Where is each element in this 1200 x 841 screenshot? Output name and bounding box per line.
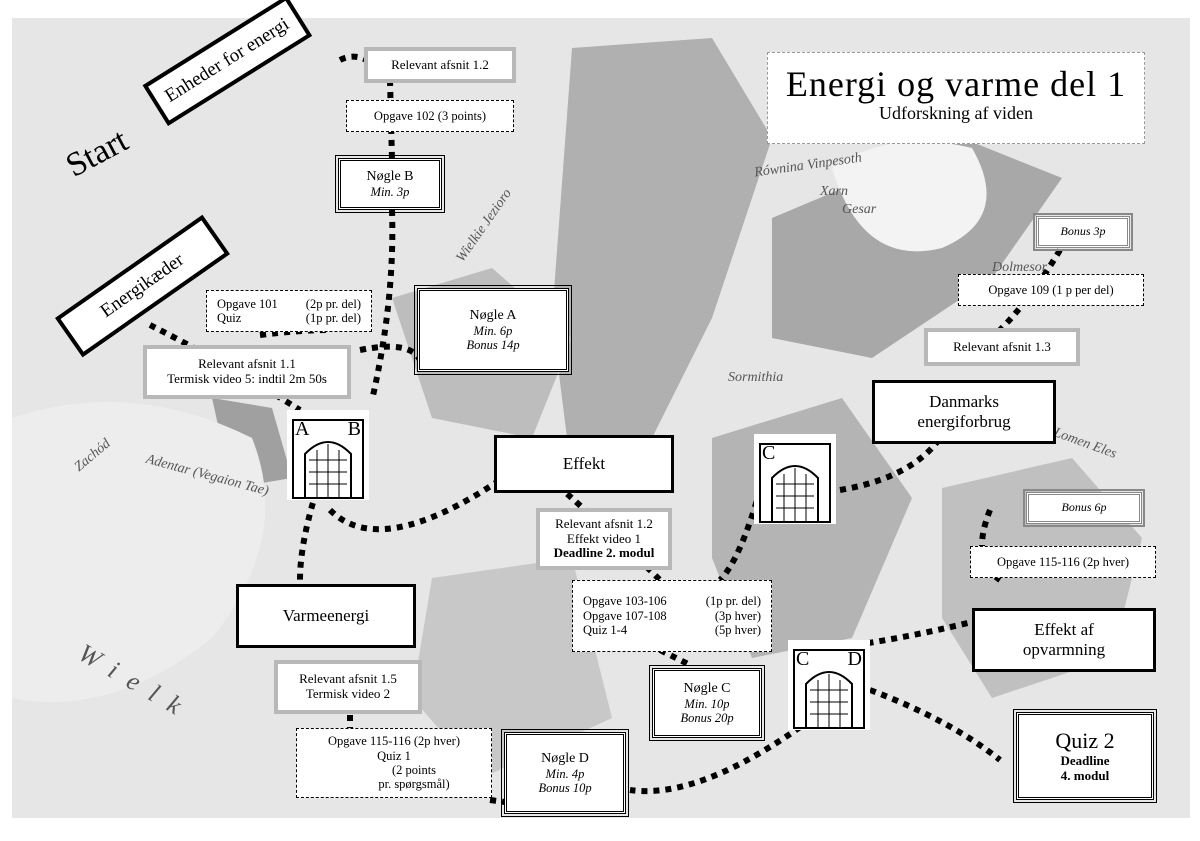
key-a[interactable]: Nøgle A Min. 6p Bonus 14p bbox=[414, 285, 572, 375]
key-min: Min. 10p bbox=[684, 696, 730, 711]
map-label: Sormithia bbox=[728, 370, 784, 385]
key-min: Min. 3p bbox=[370, 184, 410, 199]
task-label: Opgave 115-116 (2p hver) bbox=[327, 734, 461, 749]
task-label: Opgave 107-108 bbox=[583, 608, 667, 623]
section-r11[interactable]: Relevant afsnit 1.1 Termisk video 5: ind… bbox=[143, 345, 351, 399]
bonus-3p[interactable]: Bonus 3p bbox=[1033, 213, 1133, 251]
task-label: Opgave 109 (1 p per del) bbox=[988, 282, 1114, 297]
section-label: Termisk video 5: indtil 2m 50s bbox=[167, 371, 327, 386]
key-bonus: Bonus 14p bbox=[466, 338, 520, 353]
key-name: Nøgle C bbox=[683, 680, 731, 696]
task-label: pr. spørgsmål) bbox=[378, 777, 450, 792]
gate-c[interactable]: C bbox=[754, 434, 836, 524]
deadline-label: Deadline bbox=[1060, 752, 1110, 768]
task-label: Opgave 103-106 bbox=[583, 594, 667, 609]
castle-gate-icon bbox=[292, 419, 364, 499]
page-title: Energi og varme del 1 bbox=[785, 64, 1127, 104]
section-r12-mid[interactable]: Relevant afsnit 1.2 Effekt video 1 Deadl… bbox=[536, 508, 672, 570]
task-label: Quiz 1 bbox=[377, 748, 411, 763]
section-r12-top[interactable]: Relevant afsnit 1.2 bbox=[364, 47, 516, 83]
section-label: Relevant afsnit 1.5 bbox=[299, 671, 397, 687]
topic-label: Danmarks bbox=[929, 392, 999, 412]
key-name: Nøgle B bbox=[366, 168, 414, 184]
task-label: Quiz 1-4 bbox=[583, 623, 628, 638]
topic-label: Quiz 2 bbox=[1055, 728, 1115, 754]
gate-letter: B bbox=[347, 418, 361, 440]
topic-label: opvarmning bbox=[1022, 640, 1106, 659]
gate-letter: C bbox=[796, 648, 810, 670]
task-points: (3p hver) bbox=[714, 608, 761, 623]
bonus-label: Bonus 6p bbox=[1061, 500, 1107, 515]
task-points: (1p pr. del) bbox=[305, 311, 361, 325]
section-label: Relevant afsnit 1.2 bbox=[391, 56, 489, 72]
topic-label: energiforbrug bbox=[917, 412, 1011, 431]
topic-label: Effekt bbox=[562, 454, 606, 474]
task-label: Opgave 115-116 (2p hver) bbox=[996, 554, 1130, 569]
section-label: Termisk video 2 bbox=[305, 686, 391, 701]
key-d[interactable]: Nøgle D Min. 4p Bonus 10p bbox=[501, 729, 629, 817]
bonus-6p[interactable]: Bonus 6p bbox=[1023, 489, 1145, 527]
map-label: Gesar bbox=[842, 202, 877, 217]
topic-varmeenergi[interactable]: Varmeenergi bbox=[236, 584, 416, 648]
title-box: Energi og varme del 1 Udforskning af vid… bbox=[767, 52, 1145, 144]
task-points: (1p pr. del) bbox=[705, 594, 761, 609]
task-o101[interactable]: Opgave 101 (2p pr. del) Quiz (1p pr. del) bbox=[206, 290, 372, 332]
page-subtitle: Udforskning af viden bbox=[879, 103, 1033, 123]
castle-gate-icon bbox=[793, 649, 865, 729]
deadline-label: Deadline 2. modul bbox=[553, 545, 655, 561]
topic-opvarmning[interactable]: Effekt af opvarmning bbox=[972, 608, 1156, 672]
castle-gate-icon bbox=[759, 443, 831, 523]
section-label: Effekt video 1 bbox=[566, 530, 642, 546]
key-min: Min. 6p bbox=[473, 323, 513, 338]
topic-danmarks[interactable]: Danmarks energiforbrug bbox=[872, 380, 1056, 444]
task-o102[interactable]: Opgave 102 (3 points) bbox=[346, 100, 514, 132]
task-o103[interactable]: Opgave 103-106 (1p pr. del) Opgave 107-10… bbox=[572, 580, 772, 652]
section-label: Relevant afsnit 1.3 bbox=[953, 338, 1051, 354]
section-label: Relevant afsnit 1.1 bbox=[198, 356, 296, 372]
gate-cd[interactable]: C D bbox=[788, 640, 870, 730]
bonus-label: Bonus 3p bbox=[1060, 224, 1106, 239]
gate-letter: C bbox=[762, 442, 776, 464]
key-bonus: Bonus 10p bbox=[538, 781, 592, 796]
key-b[interactable]: Nøgle B Min. 3p bbox=[335, 155, 445, 213]
topic-effekt[interactable]: Effekt bbox=[494, 435, 674, 493]
deadline-label: 4. modul bbox=[1060, 767, 1110, 783]
task-label: Quiz bbox=[217, 311, 242, 325]
topic-label: Effekt af bbox=[1034, 620, 1094, 640]
gate-letter: A bbox=[295, 418, 310, 440]
task-o115a[interactable]: Opgave 115-116 (2p hver) Quiz 1 (2 point… bbox=[296, 728, 492, 798]
task-label: Opgave 101 bbox=[217, 296, 278, 311]
topic-label: Varmeenergi bbox=[282, 606, 370, 626]
task-points: (2p pr. del) bbox=[305, 296, 361, 311]
task-o109[interactable]: Opgave 109 (1 p per del) bbox=[958, 274, 1144, 306]
task-label: (2 points bbox=[391, 763, 437, 777]
key-bonus: Bonus 20p bbox=[680, 711, 734, 726]
task-label: Opgave 102 (3 points) bbox=[373, 108, 487, 123]
task-points: (5p hver) bbox=[714, 623, 761, 638]
gate-letter: D bbox=[847, 648, 862, 670]
key-name: Nøgle A bbox=[469, 307, 517, 323]
section-r13[interactable]: Relevant afsnit 1.3 bbox=[924, 328, 1080, 366]
key-name: Nøgle D bbox=[541, 750, 589, 766]
map-label: Xarn bbox=[820, 184, 848, 199]
key-min: Min. 4p bbox=[545, 766, 585, 781]
section-label: Relevant afsnit 1.2 bbox=[555, 515, 653, 531]
topic-quiz2[interactable]: Quiz 2 Deadline 4. modul bbox=[1013, 709, 1157, 803]
section-r15[interactable]: Relevant afsnit 1.5 Termisk video 2 bbox=[274, 660, 422, 714]
key-c[interactable]: Nøgle C Min. 10p Bonus 20p bbox=[649, 665, 765, 741]
task-o115b[interactable]: Opgave 115-116 (2p hver) bbox=[970, 546, 1156, 578]
gate-ab[interactable]: A B bbox=[287, 410, 369, 500]
